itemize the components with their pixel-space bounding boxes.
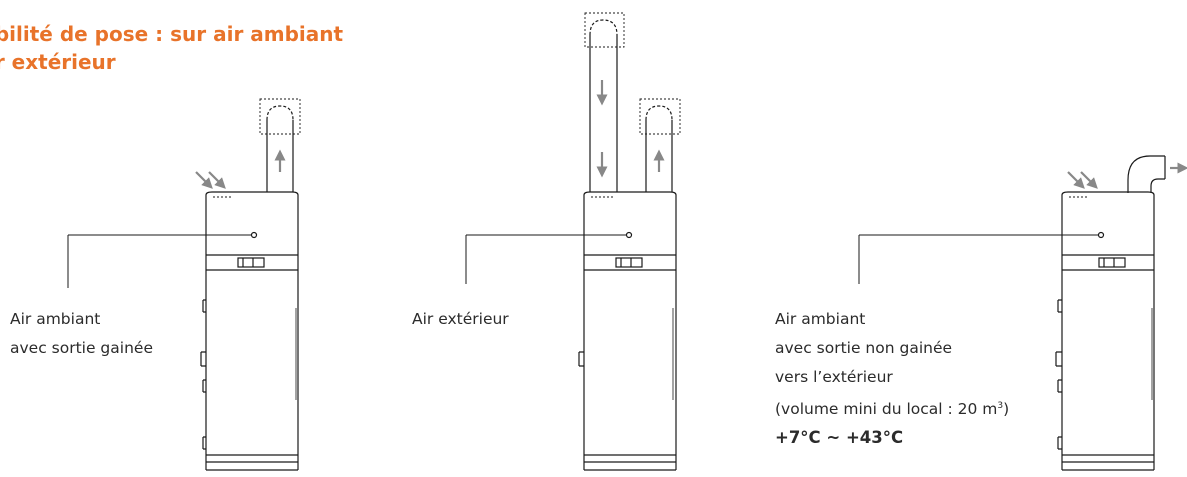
water-heater-unit-non-ducted-outlet bbox=[858, 155, 1166, 471]
caption-line: avec sortie non gainée bbox=[775, 339, 953, 357]
water-heater-unit-outdoor-air bbox=[465, 12, 681, 471]
title-line-1: ibilité de pose : sur air ambiant bbox=[0, 22, 344, 46]
temperature-range: +7°C ~ +43°C bbox=[775, 428, 904, 447]
page-title: ibilité de pose : sur air ambiant ir ext… bbox=[0, 20, 343, 76]
caption-line: vers l’extérieur bbox=[775, 368, 893, 386]
caption-unit-1: Air ambiant avec sortie gainée bbox=[10, 305, 153, 363]
caption-line: Air ambiant bbox=[775, 310, 866, 328]
water-heater-unit-ducted-outlet bbox=[67, 98, 301, 471]
caption-unit-3: Air ambiant avec sortie non gainée vers … bbox=[775, 305, 1009, 424]
title-line-2: ir extérieur bbox=[0, 50, 116, 74]
caption-line: Air extérieur bbox=[412, 310, 509, 328]
air-flow-arrows-unit-1 bbox=[195, 149, 286, 189]
caption-line-volume: (volume mini du local : 20 m3) bbox=[775, 400, 1010, 418]
air-flow-arrows-unit-3 bbox=[1067, 162, 1187, 189]
caption-line: avec sortie gainée bbox=[10, 339, 153, 357]
air-flow-arrows-unit-2 bbox=[596, 80, 665, 178]
caption-line: Air ambiant bbox=[10, 310, 101, 328]
caption-unit-2: Air extérieur bbox=[412, 305, 509, 334]
